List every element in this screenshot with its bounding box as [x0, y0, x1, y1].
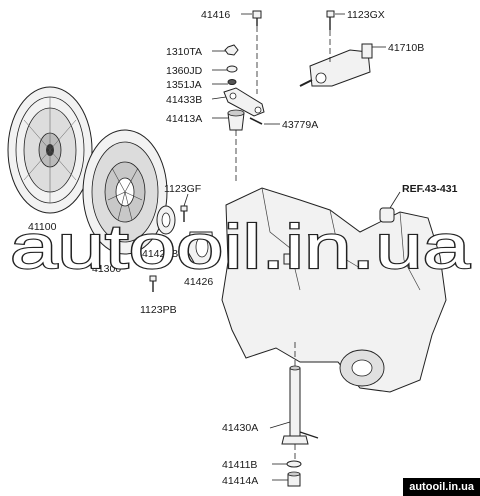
- label-41100: 41100: [28, 221, 57, 233]
- bolt-1123PB: [149, 275, 157, 292]
- label-1123GX: 1123GX: [347, 9, 385, 21]
- release-cylinder: [299, 43, 373, 87]
- release-bearing: [156, 205, 176, 235]
- transaxle-housing: [221, 187, 447, 393]
- label-1360JD: 1360JD: [166, 65, 203, 77]
- bushing-41413A: [227, 109, 245, 131]
- pin-43779A: [249, 117, 263, 125]
- label-41414A: 41414A: [222, 475, 258, 487]
- label-41430A: 41430A: [222, 422, 258, 434]
- release-shaft-41430A: [281, 365, 319, 445]
- label-41413A: 41413A: [166, 113, 202, 125]
- clutch-disc: [7, 86, 93, 214]
- assembly-lines: [235, 26, 331, 462]
- label-1123PB: 1123PB: [140, 304, 177, 316]
- label-1310TA: 1310TA: [166, 46, 202, 58]
- clutch-cover: [82, 129, 168, 255]
- label-41411B: 41411B: [222, 459, 257, 471]
- bolt-1123GX: [326, 10, 335, 30]
- label-1123GF: 1123GF: [164, 183, 201, 195]
- washer-1360JD: [226, 65, 238, 73]
- label-43779A: 43779A: [282, 119, 318, 131]
- bushing-41411B: [286, 460, 302, 468]
- label-ref: REF.43-431: [402, 183, 458, 195]
- label-41433B: 41433B: [166, 94, 202, 106]
- label-41426: 41426: [184, 276, 213, 288]
- release-fork: [187, 231, 215, 267]
- label-41710B: 41710B: [388, 42, 424, 54]
- washer-1351JA: [227, 79, 237, 85]
- watermark: autooil.in.ua: [10, 213, 471, 282]
- label-1351JA: 1351JA: [166, 79, 202, 91]
- leader-lines: [183, 13, 401, 481]
- footer-badge: autooil.in.ua: [403, 478, 480, 496]
- bushing-41414A: [287, 471, 301, 487]
- nut-1310TA: [224, 44, 239, 56]
- part-labels: 41416 1123GX 1310TA 41710B 1360JD 1351JA…: [28, 9, 458, 487]
- label-41421B: 41421B: [142, 248, 178, 260]
- release-lever-41433B: [223, 87, 265, 117]
- label-41300: 41300: [92, 263, 121, 275]
- label-41416: 41416: [201, 9, 230, 21]
- bolt-41416: [252, 10, 262, 26]
